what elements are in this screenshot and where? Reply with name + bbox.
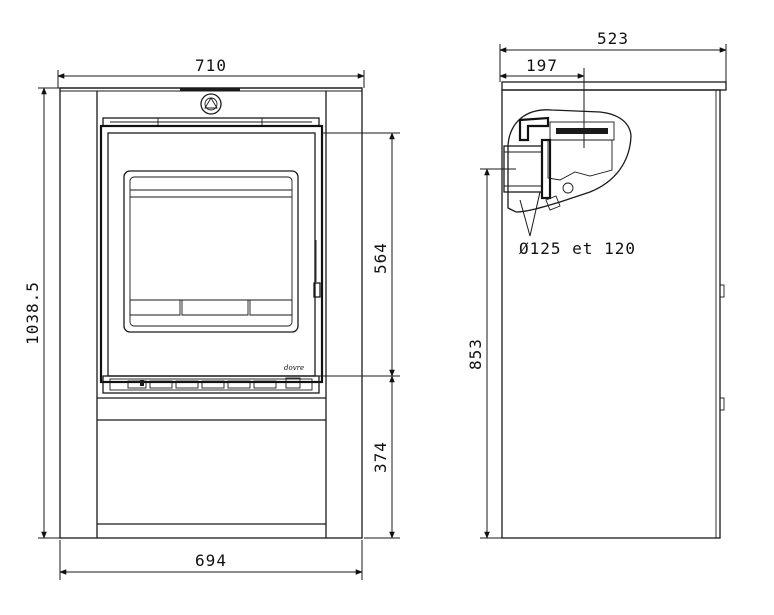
front-view: dovre xyxy=(59,87,363,539)
top-vent-strip xyxy=(180,88,240,91)
front-dimensions: 710 694 1038.5 564 374 xyxy=(23,56,400,580)
brand-mark: dovre xyxy=(284,364,304,372)
side-body-outline xyxy=(501,89,721,539)
air-control-knob xyxy=(200,93,222,115)
dim-flue-offset: 197 xyxy=(526,56,558,75)
stove-body-outline xyxy=(59,87,363,539)
flue-diameter-label: Ø125 et 120 xyxy=(519,239,636,258)
side-top-plate xyxy=(501,81,727,91)
dim-door-height: 564 xyxy=(371,242,390,274)
door-window xyxy=(123,170,299,333)
dim-base-height: 374 xyxy=(371,441,390,473)
dim-depth: 523 xyxy=(597,29,629,48)
ash-grate xyxy=(102,375,320,394)
dim-flue-height: 853 xyxy=(466,338,485,370)
stove-door xyxy=(99,124,324,384)
dim-top-width: 710 xyxy=(195,56,227,75)
door-handle xyxy=(313,282,321,298)
dim-bottom-width: 694 xyxy=(195,551,227,570)
side-view xyxy=(501,81,727,539)
side-dimensions: 523 197 853 Ø125 et 120 xyxy=(466,29,727,539)
flue-cutaway xyxy=(507,109,632,213)
flue-diameter-leader xyxy=(519,199,531,237)
dim-total-height: 1038.5 xyxy=(23,281,42,345)
